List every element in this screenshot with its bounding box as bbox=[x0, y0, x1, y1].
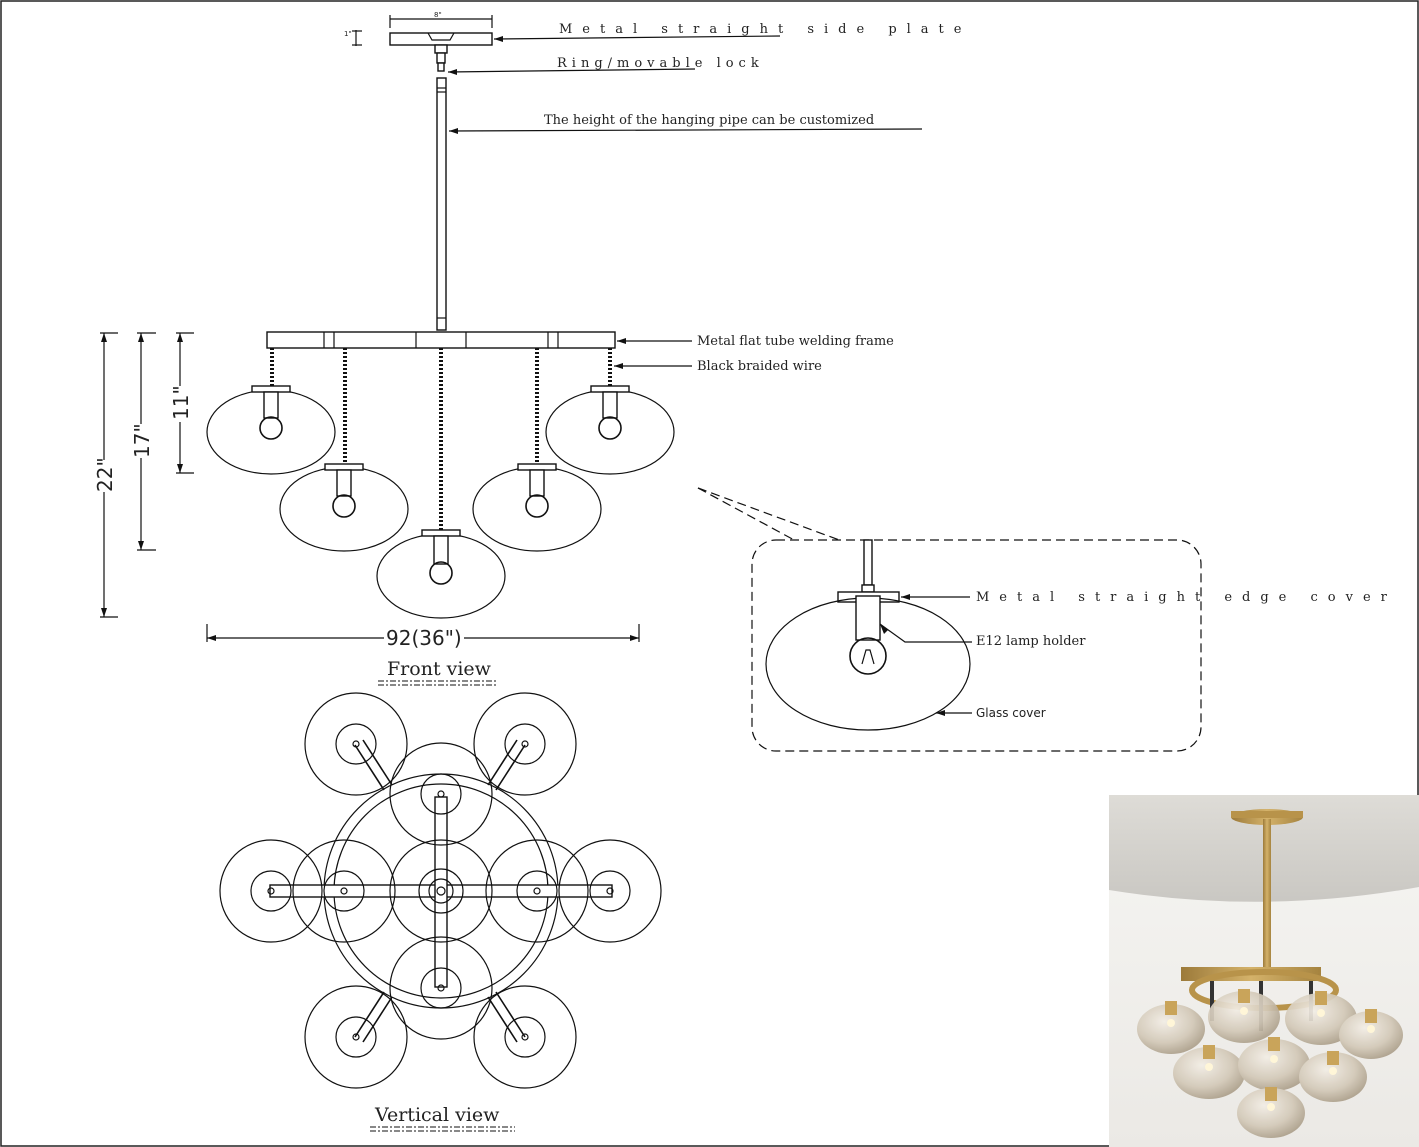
hanging-pipe-label: The height of the hanging pipe can be cu… bbox=[544, 113, 874, 128]
vertical-view: Vertical view bbox=[219, 692, 662, 1132]
frame-label: Metal flat tube welding frame bbox=[697, 334, 894, 349]
dim-width: 92(36") bbox=[206, 624, 640, 650]
globe-right-upper bbox=[545, 385, 675, 475]
wire-label: Black braided wire bbox=[697, 359, 822, 374]
plate-height-label: 1" bbox=[344, 30, 352, 38]
front-view-title: Front view bbox=[387, 658, 492, 680]
callout-ring-lock: Ring/movable lock bbox=[447, 56, 764, 75]
glass-cover-label: Glass cover bbox=[976, 706, 1046, 720]
width-label: 92(36") bbox=[386, 626, 462, 650]
dim-11: 11" bbox=[168, 332, 194, 474]
detail-view: Metal straight edge cover E12 lamp holde… bbox=[697, 487, 1397, 752]
callout-glass-cover: Glass cover bbox=[936, 706, 1046, 720]
height-11-label: 11" bbox=[169, 385, 193, 420]
dim-17: 17" bbox=[129, 332, 156, 551]
ring-lock-label: Ring/movable lock bbox=[557, 56, 764, 71]
globe-right-lower bbox=[472, 463, 602, 552]
dim-22: 22" bbox=[92, 332, 118, 618]
callout-frame: Metal flat tube welding frame bbox=[617, 334, 894, 349]
lamp-holder-label: E12 lamp holder bbox=[976, 634, 1086, 649]
product-photo bbox=[1109, 795, 1419, 1147]
callout-hanging-pipe: The height of the hanging pipe can be cu… bbox=[448, 113, 923, 134]
vertical-view-title: Vertical view bbox=[374, 1104, 500, 1126]
height-17-label: 17" bbox=[130, 423, 154, 458]
edge-cover-label: Metal straight edge cover bbox=[976, 590, 1397, 605]
callout-wire: Black braided wire bbox=[614, 359, 822, 374]
canopy-plate: 8" 1" bbox=[344, 11, 493, 331]
plate-width-label: 8" bbox=[434, 11, 442, 19]
callout-edge-cover: Metal straight edge cover bbox=[901, 590, 1397, 605]
side-plate-label: Metal straight side plate bbox=[559, 22, 971, 37]
callout-lamp-holder: E12 lamp holder bbox=[879, 623, 1086, 649]
front-view: Metal flat tube welding frame Black brai… bbox=[92, 331, 894, 686]
globe-left-upper bbox=[206, 385, 336, 475]
globe-left-lower bbox=[279, 463, 409, 552]
callout-side-plate: Metal straight side plate bbox=[493, 22, 971, 42]
height-22-label: 22" bbox=[93, 457, 117, 492]
globe-center bbox=[376, 529, 506, 619]
